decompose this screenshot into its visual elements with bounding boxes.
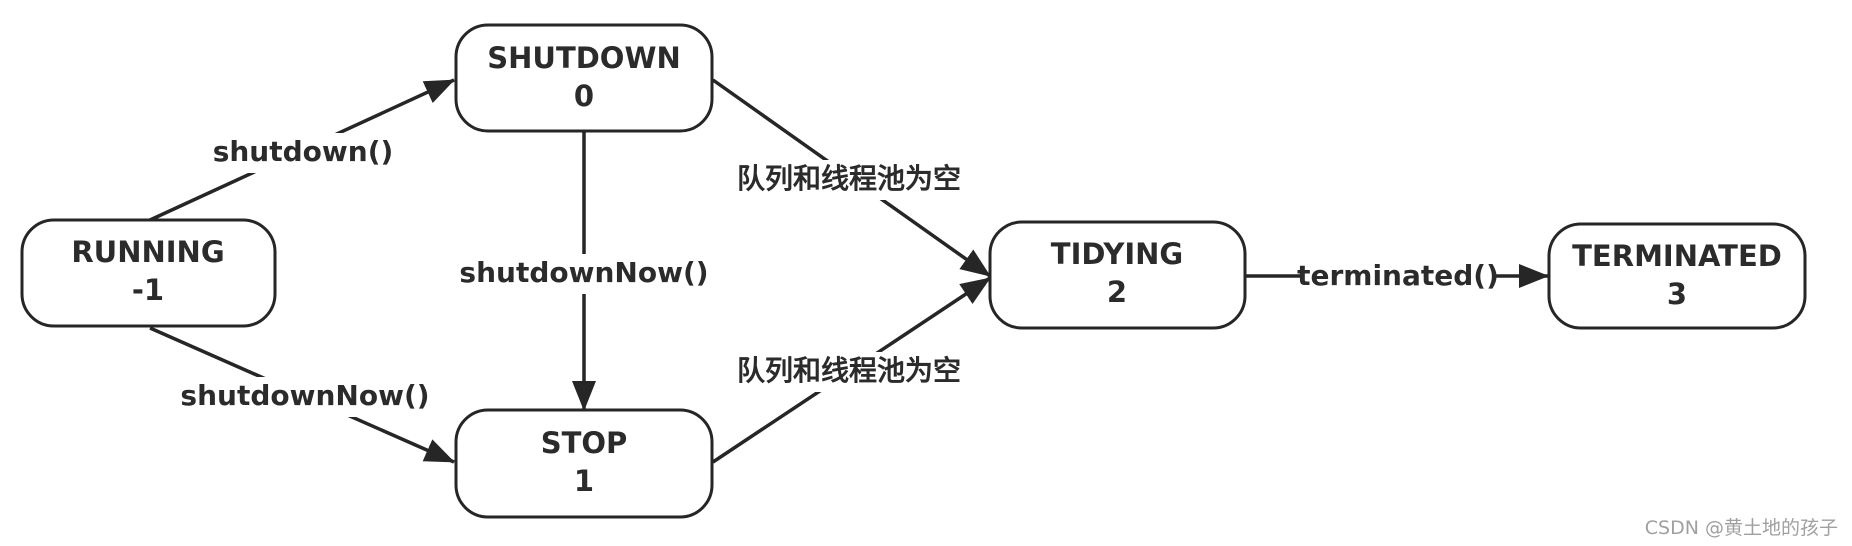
edge-stop-to-tidying: 队列和线程池为空 xyxy=(712,276,991,464)
edge-shutdown-to-tidying: 队列和线程池为空 xyxy=(711,78,992,278)
edge-running-to-stop: shutdownNow() xyxy=(149,326,455,464)
edge-shutdown-to-stop: shutdownNow() xyxy=(458,132,710,411)
edge-label-shutdown: shutdown() xyxy=(213,135,394,168)
state-tidying: TIDYING 2 xyxy=(988,220,1247,330)
state-running: RUNNING -1 xyxy=(20,218,277,328)
edge-label-queue-empty-bottom: 队列和线程池为空 xyxy=(737,354,961,387)
state-tidying-title: TIDYING xyxy=(1051,237,1183,271)
state-stop: STOP 1 xyxy=(454,408,714,519)
state-terminated-value: 3 xyxy=(1667,277,1687,311)
state-terminated: TERMINATED 3 xyxy=(1547,222,1807,330)
state-tidying-value: 2 xyxy=(1107,275,1127,309)
watermark-text: CSDN @黄土地的孩子 xyxy=(1644,517,1838,539)
state-running-title: RUNNING xyxy=(71,235,224,269)
edge-label-terminated: terminated() xyxy=(1297,259,1499,292)
state-running-value: -1 xyxy=(132,273,164,307)
state-shutdown-value: 0 xyxy=(574,79,594,113)
edge-running-to-shutdown: shutdown() xyxy=(149,78,455,222)
nodes: RUNNING -1 SHUTDOWN 0 STOP 1 TIDYING 2 T… xyxy=(20,23,1807,519)
state-stop-title: STOP xyxy=(541,426,628,460)
state-shutdown-title: SHUTDOWN xyxy=(487,41,680,75)
edge-label-queue-empty-top: 队列和线程池为空 xyxy=(737,162,961,195)
edge-label-shutdown-now-left: shutdownNow() xyxy=(180,379,429,412)
state-terminated-title: TERMINATED xyxy=(1572,239,1782,273)
edge-tidying-to-terminated: terminated() xyxy=(1246,256,1549,296)
state-shutdown: SHUTDOWN 0 xyxy=(454,23,714,133)
edges: shutdown() shutdownNow() shutdownNow() 队… xyxy=(149,78,1549,464)
state-stop-value: 1 xyxy=(574,464,594,498)
edge-label-shutdown-now-center: shutdownNow() xyxy=(459,256,708,289)
